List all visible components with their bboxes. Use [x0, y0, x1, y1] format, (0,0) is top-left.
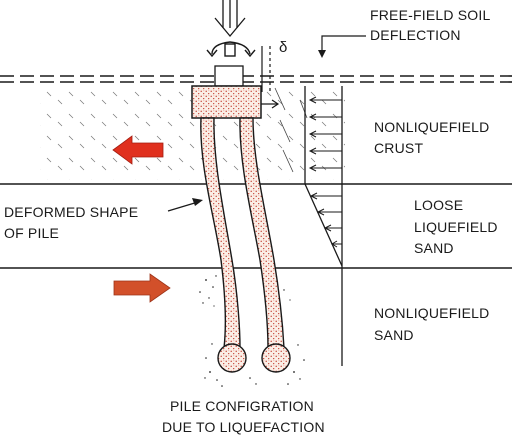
sand-label-line1: NONLIQUEFIELD	[374, 305, 489, 321]
free-field-leader-arrowhead	[318, 50, 326, 58]
displacement-indicator	[261, 99, 280, 109]
free-field-deflection-profile	[304, 86, 343, 366]
delta-marker	[261, 46, 271, 92]
caption-line1: PILE CONFIGRATION	[170, 398, 314, 414]
free-field-label-line1: FREE-FIELD SOIL	[370, 7, 490, 23]
orange-arrow-right-icon	[113, 273, 171, 303]
loose-sand-label-line2: LIQUEFIELD	[414, 219, 498, 235]
vertical-load-arrow-icon	[214, 0, 246, 38]
loose-sand-label-line3: SAND	[414, 240, 454, 256]
crust-hatching-right	[274, 87, 308, 173]
deformed-shape-label-line2: OF PILE	[4, 225, 59, 241]
crust-label-line2: CRUST	[374, 140, 423, 156]
free-field-leader	[321, 35, 366, 52]
deformed-shape-leader	[167, 201, 199, 212]
moment-arc-icon	[206, 41, 256, 58]
free-field-label-line2: DEFLECTION	[370, 27, 461, 43]
deformed-shape-label-line1: DEFORMED SHAPE	[4, 204, 138, 220]
pile-cap-stem	[214, 65, 244, 87]
soil-speckle	[199, 275, 305, 387]
delta-label: δ	[279, 39, 288, 56]
loose-sand-label-line1: LOOSE	[414, 197, 463, 213]
sand-label-line2: SAND	[374, 327, 414, 343]
pile-tip-right	[261, 343, 291, 373]
pile-cap	[191, 85, 262, 119]
caption-line2: DUE TO LIQUEFACTION	[162, 419, 325, 435]
ground-surface	[0, 75, 512, 83]
red-arrow-left-icon	[112, 135, 164, 165]
pile-tip-left	[217, 343, 247, 373]
crust-label-line1: NONLIQUEFIELD	[374, 119, 489, 135]
deformed-shape-leader-arrowhead	[192, 198, 203, 206]
